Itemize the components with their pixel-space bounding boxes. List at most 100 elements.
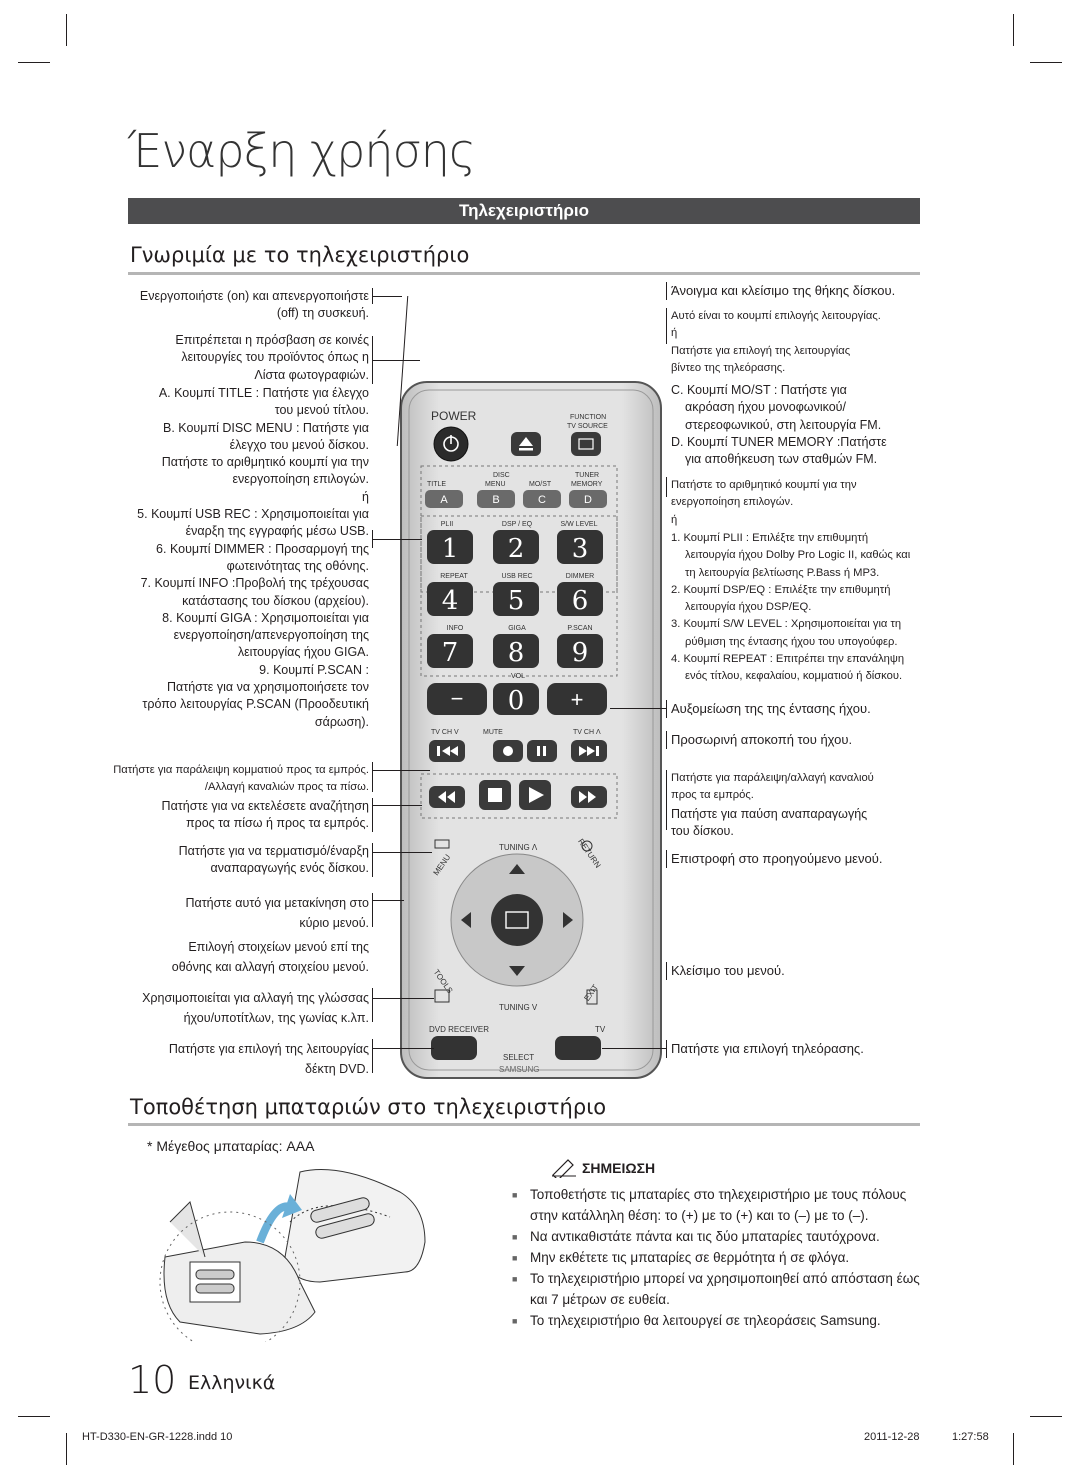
usb-rec-label: USB REC	[501, 573, 532, 580]
leader-line	[372, 1039, 373, 1073]
annotation-navigation: Επιλογή στοιχείων μενού επί της οθόνης κ…	[171, 940, 369, 974]
annotation-line: στερεοφωνικού, στη λειτουργία FM.	[685, 417, 882, 432]
leader-line	[610, 708, 666, 709]
leader-line	[372, 852, 432, 853]
leader-line	[372, 998, 434, 999]
annotation-open-close: Άνοιγμα και κλείσιμο της θήκης δίσκου.	[671, 283, 896, 298]
leader-line	[372, 843, 373, 877]
battery-size: * Μέγεθος μπαταρίας: AAA	[147, 1138, 315, 1154]
key-c: C	[538, 494, 546, 506]
leader-line	[602, 1048, 666, 1049]
crop-mark	[1013, 14, 1014, 46]
leader-line	[372, 893, 373, 927]
leader-line	[372, 360, 420, 361]
heading-rule	[128, 272, 920, 275]
note-item: Το τηλεχειριστήριο μπορεί να χρησιμοποιη…	[510, 1268, 930, 1310]
crop-mark	[1013, 1433, 1014, 1465]
note-item: Μην εκθέτετε τις μπαταρίες σε θερμότητα …	[510, 1247, 930, 1269]
leader-line	[666, 477, 667, 497]
leader-line	[372, 798, 373, 832]
annotation-search: Πατήστε για να εκτελέσετε αναζήτηση προς…	[161, 799, 369, 831]
tuning-up-label: TUNING Λ	[499, 843, 538, 852]
mute-label: MUTE	[483, 729, 503, 736]
disc-label: DISC	[493, 472, 510, 479]
annotation-function-line: βίντεο της τηλεόρασης.	[671, 361, 786, 374]
key-2: 2	[508, 534, 525, 564]
heading-battery: Τοποθέτηση μπαταριών στο τηλεχειριστήριο	[130, 1095, 607, 1119]
tv-ch-up-label: TV CH Λ	[573, 729, 601, 736]
annotation-repeat: 4. Κουμπί REPEAT : Επιτρέπει την επανάλη…	[671, 653, 905, 683]
leader-line	[372, 296, 402, 297]
leader-line	[372, 762, 373, 792]
leader-line	[372, 1048, 434, 1049]
info-label: INFO	[447, 625, 464, 632]
dvd-receiver-label: DVD RECEIVER	[429, 1025, 489, 1034]
annotation-tv: Πατήστε για επιλογή τηλεόρασης.	[671, 1041, 864, 1056]
crop-mark	[1030, 62, 1062, 63]
annotation-pause: Πατήστε για παύση αναπαραγωγής του δίσκο…	[671, 806, 867, 841]
battery-illustration	[159, 1169, 426, 1342]
dimmer-label: DIMMER	[566, 573, 594, 580]
menu-label: MENU	[485, 481, 506, 488]
leader-line	[666, 308, 667, 344]
annotation-mo-st: C. Κουμπί MO/ST : Πατήστε για ακρόαση ήχ…	[671, 382, 887, 468]
section-bar: Τηλεχειριστήριο	[128, 198, 920, 224]
vol-label: VOL	[511, 673, 525, 680]
note-item: Να αντικαθιστάτε πάντα και τις δύο μπατα…	[510, 1226, 930, 1248]
note-item: Τοποθετήστε τις μπαταρίες στο τηλεχειρισ…	[510, 1184, 930, 1226]
leader-line	[666, 282, 667, 300]
tv-source-label: TV SOURCE	[567, 423, 608, 430]
key-3: 3	[572, 534, 589, 564]
leader-line	[666, 770, 667, 830]
annotation-stop-play: Πατήστε για να τερματισμό/έναρξη αναπαρα…	[178, 844, 369, 876]
leader-line	[666, 731, 667, 749]
slug-time: 1:27:58	[952, 1431, 989, 1443]
annotation-numbered-list: 1. Κουμπί PLII : Επιλέξτε την επιθυμητή …	[671, 530, 921, 686]
annotation-plii: 1. Κουμπί PLII : Επιλέξτε την επιθυμητή …	[671, 532, 911, 579]
vol-minus: −	[451, 686, 464, 711]
power-label: POWER	[431, 409, 477, 423]
vol-plus: +	[571, 687, 584, 712]
title-label: TITLE	[427, 481, 446, 488]
annotation-number-keys: A. Κουμπί TITLE : Πατήστε για έλεγχο του…	[137, 386, 369, 729]
mo-st-label: MO/ST	[529, 481, 552, 488]
crop-mark	[66, 14, 67, 46]
page-number: 10	[128, 1358, 177, 1402]
annotation-line: Πατήστε για παύση αναπαραγωγής	[671, 807, 868, 821]
annotation-menu: Πατήστε αυτό για μετακίνηση στο κύριο με…	[185, 896, 369, 930]
tuning-down-label: TUNING V	[499, 1003, 538, 1012]
select-label: SELECT	[503, 1053, 534, 1062]
leader-line	[372, 900, 404, 901]
leader-line	[372, 805, 422, 806]
giga-label: GIGA	[508, 625, 526, 632]
annotation-power: Ενεργοποιήστε (on) και απενεργοποιήστε (…	[139, 289, 369, 321]
annotation-line: ακρόαση ήχου μονοφωνικού/	[685, 400, 846, 415]
annotation-function-line: Πατήστε για επιλογή της λειτουργίας	[671, 344, 851, 357]
annotation-numeric: Πατήστε το αριθμητικό κουμπί για την ενε…	[671, 477, 857, 529]
annotation-mute: Προσωρινή αποκοπή του ήχου.	[671, 732, 853, 747]
heading-rule	[128, 1123, 920, 1126]
annotation-line: C. Κουμπί MO/ST : Πατήστε για	[671, 383, 847, 397]
heading-remote: Γνωριμία με το τηλεχειριστήριο	[130, 243, 470, 267]
crop-mark	[1030, 1416, 1062, 1417]
repeat-label: REPEAT	[440, 573, 468, 580]
note-item: Το τηλεχειριστήριο θα λειτουργεί σε τηλε…	[510, 1310, 930, 1332]
tv-ch-down-label: TV CH V	[431, 729, 459, 736]
leader-line	[372, 770, 430, 771]
tuner-label: TUNER	[575, 472, 599, 479]
annotation-line: του δίσκου.	[671, 824, 734, 839]
key-5: 5	[508, 586, 525, 616]
note-list: Τοποθετήστε τις μπαταρίες στο τηλεχειρισ…	[510, 1184, 930, 1332]
key-7: 7	[442, 638, 459, 668]
annotation-return: Επιστροφή στο προηγούμενο μενού.	[671, 851, 883, 866]
annotation-volume: Αυξομείωση της της έντασης ήχου.	[671, 701, 871, 716]
leader-line	[372, 988, 373, 1022]
annotation-line: ή	[671, 513, 678, 526]
key-b: B	[492, 494, 499, 506]
key-0: 0	[508, 686, 525, 716]
page-title: Έναρξη χρήσης	[128, 124, 476, 178]
annotation-line: για αποθήκευση των σταθμών FM.	[685, 452, 878, 467]
annotation-function-line: ή	[671, 327, 678, 340]
annotation-dsp: 2. Κουμπί DSP/EQ : Επιλέξτε την επιθυμητ…	[671, 583, 891, 614]
annotation-line: Πατήστε για παράλειψη/αλλαγή καναλιού	[671, 772, 874, 784]
